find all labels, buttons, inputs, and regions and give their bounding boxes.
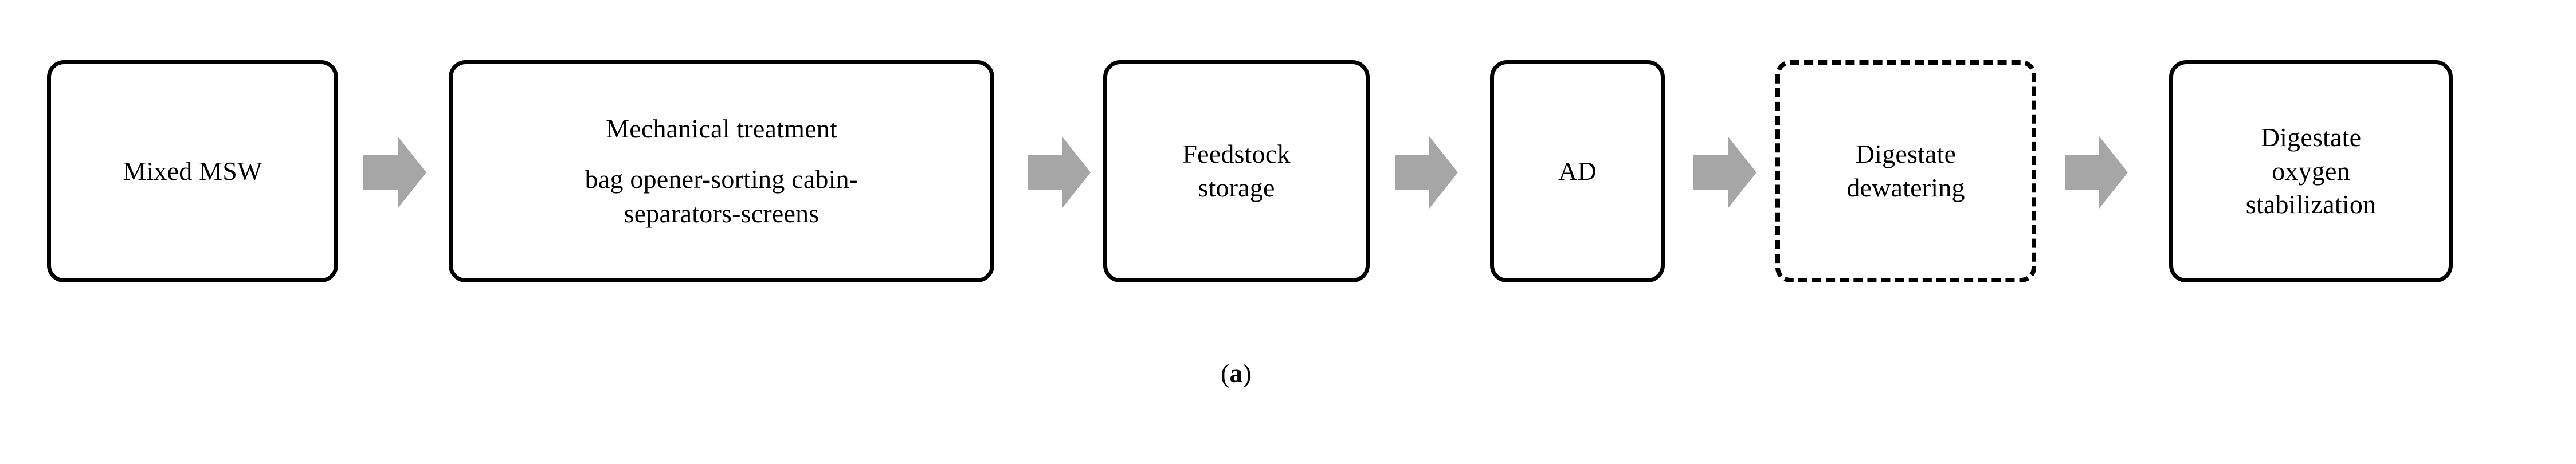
flow-node-label: Mixed MSW [123, 156, 262, 186]
flow-arrow-right-5 [2065, 136, 2128, 209]
caption-letter: a [1229, 359, 1243, 388]
figure-caption: (a) [1221, 358, 1252, 388]
arrow-right-icon [363, 136, 426, 209]
flow-node-mechanical-treatment: Mechanical treatment bag opener-sorting … [449, 60, 994, 282]
flow-node-digestate-oxygen-stabilization: Digestate oxygen stabilization [2169, 60, 2453, 282]
arrow-right-icon [2065, 136, 2128, 209]
flow-node-label-line-3: separators-screens [624, 198, 820, 228]
flow-arrow-right-1 [363, 136, 426, 209]
arrow-right-icon [1028, 136, 1091, 209]
flow-node-label-line-2: bag opener-sorting cabin- [585, 164, 858, 194]
flow-node-ad: AD [1490, 60, 1665, 282]
flow-node-label-line-3: stabilization [2245, 190, 2377, 219]
flow-node-label-line-1: Digestate [1855, 139, 1956, 169]
flow-node-label-line-2: storage [1198, 173, 1275, 202]
flow-node-label-line-1: Digestate [2260, 122, 2362, 152]
arrow-right-icon [1395, 136, 1458, 209]
flow-node-label-line-1: Mechanical treatment [606, 114, 837, 144]
flow-node-digestate-dewatering: Digestate dewatering [1775, 60, 2036, 282]
flow-node-label-line-2: oxygen [2272, 156, 2350, 186]
flow-arrow-right-3 [1395, 136, 1458, 209]
flow-node-feedstock-storage: Feedstock storage [1103, 60, 1370, 282]
caption-close-paren: ) [1242, 359, 1252, 388]
flow-arrow-right-4 [1693, 136, 1756, 209]
flow-node-label-line-1: Feedstock [1182, 139, 1291, 169]
flow-node-mixed-msw: Mixed MSW [47, 60, 338, 282]
arrow-right-icon [1693, 136, 1756, 209]
flow-node-label-line-2: dewatering [1846, 173, 1965, 202]
flow-arrow-right-2 [1028, 136, 1091, 209]
flow-node-label: AD [1558, 156, 1597, 186]
caption-open-paren: ( [1221, 359, 1230, 388]
